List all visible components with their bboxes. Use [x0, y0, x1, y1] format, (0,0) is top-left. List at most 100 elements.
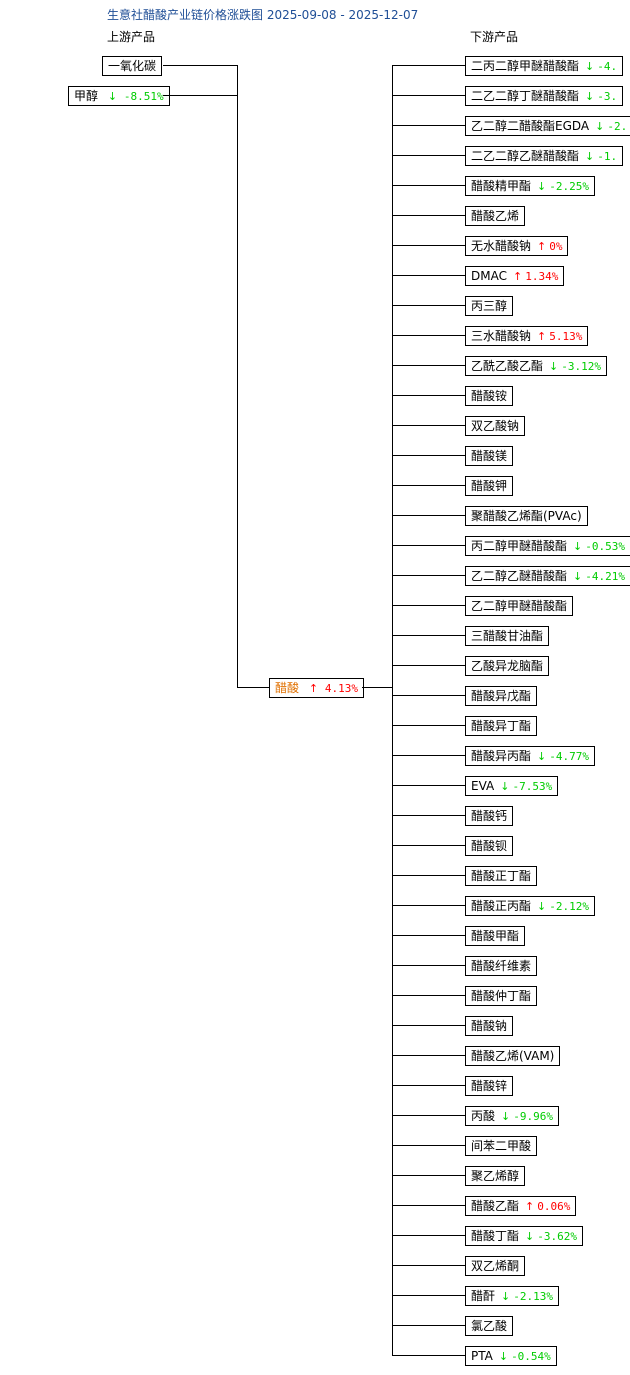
downstream-node[interactable]: DMAC↑1.34% — [465, 266, 565, 286]
connector-line — [393, 485, 465, 486]
node-label: 乙酸异龙脑酯 — [471, 659, 544, 673]
node-label: 醋酸铵 — [471, 389, 508, 403]
downstream-node[interactable]: EVA↓-7.53% — [465, 776, 559, 796]
downstream-node[interactable]: 丙二醇甲醚醋酸酯↓-0.53% — [465, 536, 630, 556]
downstream-node[interactable]: 间苯二甲酸 — [465, 1136, 538, 1156]
connector-line — [393, 1115, 465, 1116]
downstream-node[interactable]: 丙三醇 — [465, 296, 514, 316]
connector-line — [393, 1175, 465, 1176]
downstream-node[interactable]: 乙二醇二醋酸酯EGDA↓-2. — [465, 116, 630, 136]
connector-line — [393, 1085, 465, 1086]
arrow-up-icon: ↑ — [308, 682, 319, 695]
downstream-node[interactable]: 双乙酸钠 — [465, 416, 526, 436]
downstream-node[interactable]: 醋酸乙烯 — [465, 206, 526, 226]
price-change: -3.62% — [537, 1230, 577, 1243]
downstream-node[interactable]: PTA↓-0.54% — [465, 1346, 557, 1366]
node-label: 甲醇 — [74, 89, 99, 103]
downstream-node[interactable]: 醋酸仲丁酯 — [465, 986, 538, 1006]
downstream-node[interactable]: 醋酸甲酯 — [465, 926, 526, 946]
downstream-node[interactable]: 二丙二醇甲醚醋酸酯↓-4. — [465, 56, 624, 76]
price-change: -3.12% — [561, 360, 601, 373]
connector-line — [393, 545, 465, 546]
connector-line — [393, 425, 465, 426]
connector-line — [393, 605, 465, 606]
downstream-node[interactable]: 二乙二醇丁醚醋酸酯↓-3. — [465, 86, 624, 106]
downstream-node[interactable]: 醋酸正丁酯 — [465, 866, 538, 886]
node-label: 双乙酸钠 — [471, 419, 520, 433]
node-label: 醋酸异戊酯 — [471, 689, 532, 703]
downstream-node[interactable]: 醋酸乙烯(VAM) — [465, 1046, 561, 1066]
upstream-node[interactable]: 一氧化碳 — [102, 56, 163, 76]
price-change: -4.21% — [585, 570, 625, 583]
price-change: -4. — [597, 60, 618, 73]
downstream-node[interactable]: 双乙烯酮 — [465, 1256, 526, 1276]
arrow-down-icon: ↓ — [573, 540, 583, 553]
downstream-node[interactable]: 乙二醇甲醚醋酸酯 — [465, 596, 574, 616]
node-label: 二丙二醇甲醚醋酸酯 — [471, 59, 580, 73]
node-label: 乙二醇甲醚醋酸酯 — [471, 599, 568, 613]
downstream-node[interactable]: 醋酸异丙酯↓-4.77% — [465, 746, 595, 766]
downstream-node[interactable]: 醋酸钠 — [465, 1016, 514, 1036]
node-label: 一氧化碳 — [108, 59, 157, 73]
arrow-down-icon: ↓ — [537, 180, 547, 193]
downstream-node[interactable]: 醋酸钾 — [465, 476, 514, 496]
page-title: 生意社醋酸产业链价格涨跌图 2025-09-08 - 2025-12-07 — [107, 8, 419, 22]
downstream-node[interactable]: 三醋酸甘油酯 — [465, 626, 550, 646]
connector-line — [393, 905, 465, 906]
node-label: 醋酸纤维素 — [471, 959, 532, 973]
downstream-node[interactable]: 醋酸丁酯↓-3.62% — [465, 1226, 583, 1246]
connector-line — [237, 65, 238, 688]
downstream-node[interactable]: 三水醋酸钠↑5.13% — [465, 326, 589, 346]
downstream-node[interactable]: 醋酸精甲酯↓-2.25% — [465, 176, 595, 196]
node-label: 聚乙烯醇 — [471, 1169, 520, 1183]
node-label: 乙酰乙酸乙酯 — [471, 359, 544, 373]
downstream-node[interactable]: 乙酰乙酸乙酯↓-3.12% — [465, 356, 607, 376]
downstream-node[interactable]: 无水醋酸钠↑0% — [465, 236, 569, 256]
downstream-node[interactable]: 二乙二醇乙醚醋酸酯↓-1. — [465, 146, 624, 166]
connector-line — [237, 687, 269, 688]
downstream-node[interactable]: 醋酸异丁酯 — [465, 716, 538, 736]
downstream-node[interactable]: 醋酸铵 — [465, 386, 514, 406]
node-label: 聚醋酸乙烯酯(PVAc) — [471, 509, 582, 523]
downstream-node[interactable]: 醋酸钙 — [465, 806, 514, 826]
node-label: 醋酸异丙酯 — [471, 749, 532, 763]
downstream-node[interactable]: 丙酸↓-9.96% — [465, 1106, 559, 1126]
price-change: 4.13% — [324, 682, 359, 695]
connector-line — [163, 65, 237, 66]
hub-node[interactable]: 醋酸 ↑ 4.13% — [269, 678, 365, 698]
downstream-node[interactable]: 氯乙酸 — [465, 1316, 514, 1336]
connector-line — [393, 875, 465, 876]
downstream-node[interactable]: 乙酸异龙脑酯 — [465, 656, 550, 676]
connector-line — [393, 935, 465, 936]
downstream-node[interactable]: 醋酸镁 — [465, 446, 514, 466]
connector-line — [393, 455, 465, 456]
downstream-node[interactable]: 乙二醇乙醚醋酸酯↓-4.21% — [465, 566, 630, 586]
connector-line — [393, 1205, 465, 1206]
downstream-node[interactable]: 醋酸异戊酯 — [465, 686, 538, 706]
downstream-node[interactable]: 醋酸锌 — [465, 1076, 514, 1096]
arrow-down-icon: ↓ — [107, 90, 118, 103]
arrow-up-icon: ↑ — [537, 330, 547, 343]
upstream-node[interactable]: 甲醇 ↓ -8.51% — [68, 86, 170, 106]
downstream-node[interactable]: 聚乙烯醇 — [465, 1166, 526, 1186]
downstream-node[interactable]: 醋酸乙酯↑0.06% — [465, 1196, 577, 1216]
arrow-down-icon: ↓ — [585, 150, 595, 163]
price-change: 5.13% — [549, 330, 583, 343]
downstream-node[interactable]: 醋酐↓-2.13% — [465, 1286, 559, 1306]
node-label: 醋酸正丙酯 — [471, 899, 532, 913]
arrow-down-icon: ↓ — [501, 1290, 511, 1303]
downstream-node[interactable]: 醋酸正丙酯↓-2.12% — [465, 896, 595, 916]
node-label: 醋酸正丁酯 — [471, 869, 532, 883]
connector-line — [393, 1325, 465, 1326]
node-label: 醋酸乙酯 — [471, 1199, 520, 1213]
arrow-down-icon: ↓ — [525, 1230, 535, 1243]
node-label: 醋酸乙烯(VAM) — [471, 1049, 555, 1063]
node-label: 无水醋酸钠 — [471, 239, 532, 253]
price-change: -3. — [597, 90, 618, 103]
downstream-node[interactable]: 醋酸钡 — [465, 836, 514, 856]
price-change: -9.96% — [513, 1110, 553, 1123]
downstream-node[interactable]: 醋酸纤维素 — [465, 956, 538, 976]
node-label: 醋酸钙 — [471, 809, 508, 823]
node-label: 氯乙酸 — [471, 1319, 508, 1333]
downstream-node[interactable]: 聚醋酸乙烯酯(PVAc) — [465, 506, 588, 526]
